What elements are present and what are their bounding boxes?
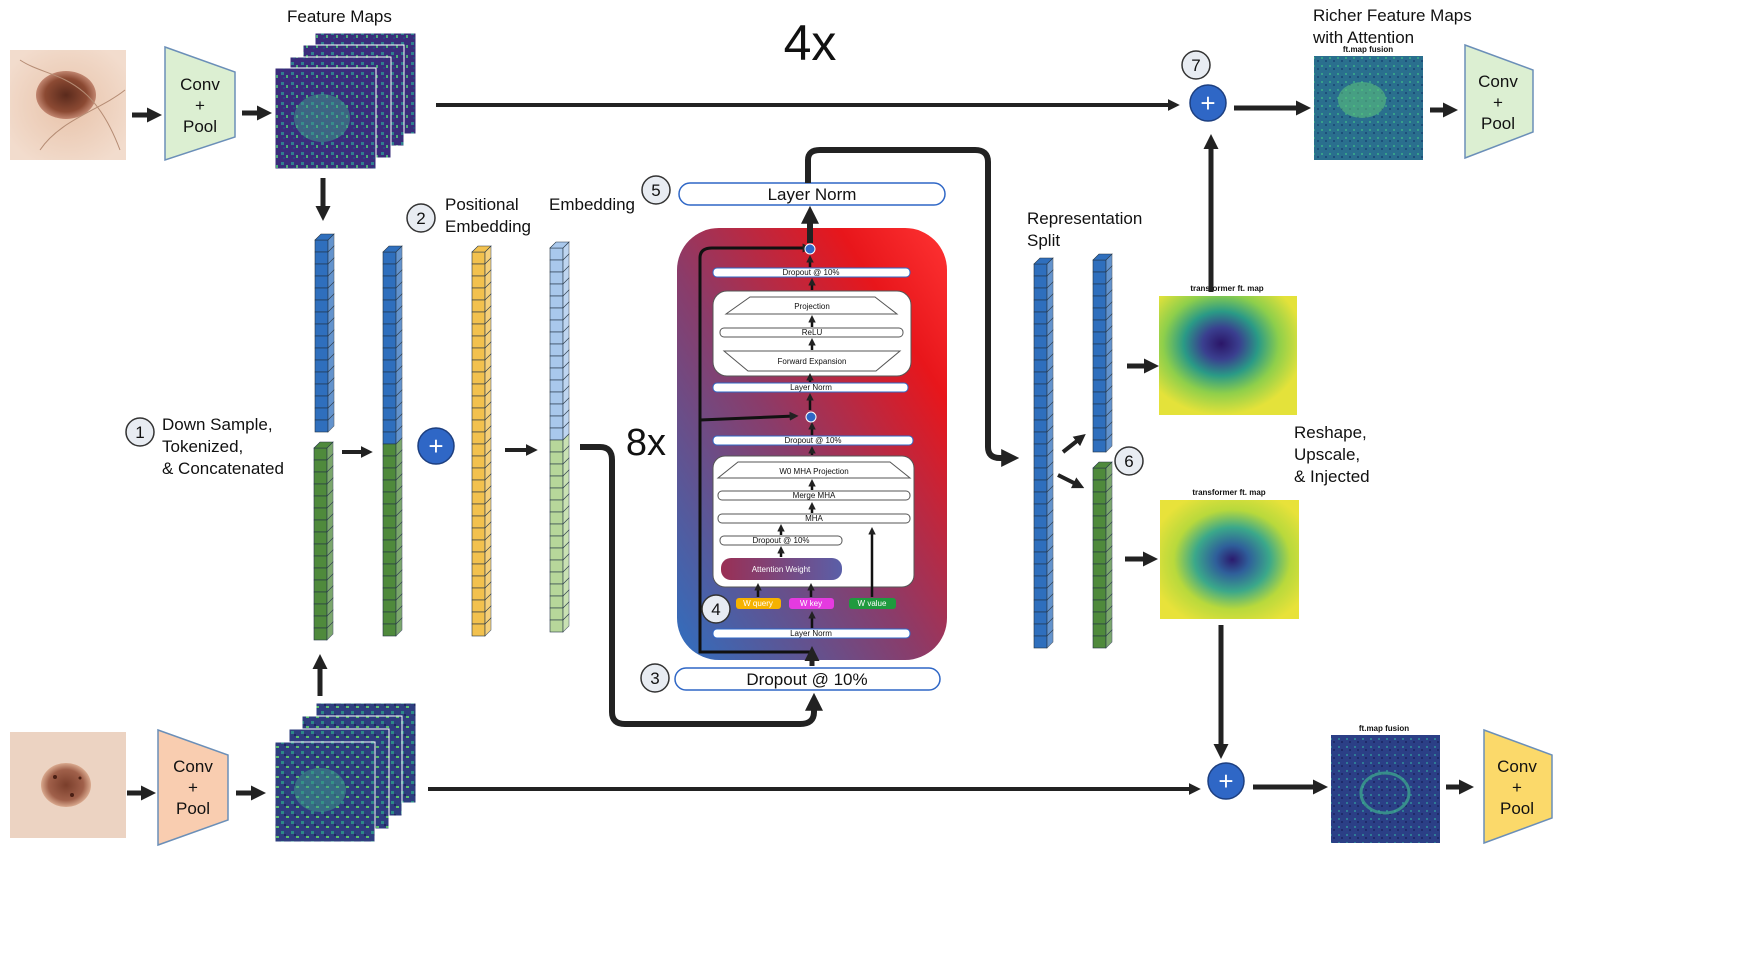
- positional-embedding-column: [471, 245, 492, 637]
- svg-text:Dropout @ 10%: Dropout @ 10%: [752, 536, 809, 545]
- injected-label: & Injected: [1294, 467, 1370, 486]
- transformer-map-1: [1159, 296, 1297, 415]
- richer-feature-maps-label: Richer Feature Maps: [1313, 6, 1472, 25]
- positional-label: Positional: [445, 195, 519, 214]
- token-column-concat: [382, 245, 403, 637]
- downsample-label: Down Sample,: [162, 415, 273, 434]
- with-attention-label: with Attention: [1312, 28, 1414, 47]
- reshape-label: Reshape,: [1294, 423, 1367, 442]
- step-5-badge: 5: [641, 175, 671, 205]
- fusion-map-top: [1314, 56, 1423, 160]
- svg-text:+: +: [428, 431, 443, 461]
- token-column-bottom: [313, 441, 334, 641]
- svg-text:Conv: Conv: [173, 757, 213, 776]
- step-1-badge: 1: [125, 417, 155, 447]
- step-6-badge: 6: [1114, 446, 1144, 476]
- embedding-label: Embedding: [549, 195, 635, 214]
- feature-maps-stack-bottom: [274, 702, 417, 843]
- positional-embedding-label: Embedding: [445, 217, 531, 236]
- conv-pool-bottom-right: Conv + Pool: [1483, 728, 1553, 845]
- split-label: Split: [1027, 231, 1060, 250]
- fusion-top-label: ft.map fusion: [1343, 45, 1393, 54]
- svg-text:W key: W key: [800, 599, 822, 608]
- path-to-dropout: [580, 444, 823, 727]
- plus-node-7: +: [1189, 84, 1227, 122]
- upscale-label: Upscale,: [1294, 445, 1360, 464]
- svg-text:1: 1: [135, 423, 144, 442]
- arrow: [1057, 473, 1085, 489]
- layer-norm-outer: Layer Norm: [678, 182, 946, 206]
- svg-text:4: 4: [711, 600, 720, 619]
- svg-text:Pool: Pool: [1481, 114, 1515, 133]
- svg-text:3: 3: [650, 669, 659, 688]
- split-column-top: [1092, 253, 1113, 453]
- conv-pool-top-right: Conv + Pool: [1464, 43, 1534, 160]
- split-column-bottom: [1092, 461, 1113, 649]
- svg-text:W0 MHA Projection: W0 MHA Projection: [779, 467, 848, 476]
- svg-text:Conv: Conv: [1478, 72, 1518, 91]
- svg-text:5: 5: [651, 181, 660, 200]
- input-image-top: [10, 50, 126, 160]
- svg-text:ReLU: ReLU: [802, 328, 823, 337]
- svg-text:W query: W query: [743, 599, 773, 608]
- fusion-bottom-label: ft.map fusion: [1359, 724, 1409, 733]
- plus-node-bottom: +: [1207, 762, 1245, 800]
- svg-text:Forward Expansion: Forward Expansion: [778, 357, 847, 366]
- svg-text:Layer Norm: Layer Norm: [790, 629, 832, 638]
- transformer-map-1-label: transformer ft. map: [1190, 284, 1263, 293]
- concatenated-label: & Concatenated: [162, 459, 284, 478]
- svg-text:+: +: [1200, 88, 1215, 118]
- svg-text:W value: W value: [858, 599, 887, 608]
- plus-node-positional: +: [417, 427, 455, 465]
- conv-pool-top-left: Conv + Pool: [164, 45, 236, 162]
- token-columns: [313, 233, 1113, 649]
- svg-text:Projection: Projection: [794, 302, 830, 311]
- transformer-map-2: [1160, 500, 1299, 619]
- representation-column: [1033, 257, 1054, 649]
- fusion-map-bottom: [1331, 735, 1440, 843]
- repeat-4x-label: 4x: [784, 15, 837, 71]
- svg-text:Layer Norm: Layer Norm: [790, 383, 832, 392]
- path-to-representation: [805, 147, 1020, 467]
- svg-text:Conv: Conv: [1497, 757, 1537, 776]
- repeat-8x-label: 8x: [626, 422, 666, 464]
- transformer-block: Dropout @ 10% Projection ReLU Forward Ex…: [677, 228, 947, 660]
- step-7-badge: 7: [1181, 50, 1211, 80]
- conv-pool-bottom-left: Conv + Pool: [157, 728, 229, 847]
- svg-text:+: +: [195, 96, 205, 115]
- svg-text:MHA: MHA: [805, 514, 823, 523]
- svg-text:6: 6: [1124, 452, 1133, 471]
- input-image-bottom: [10, 732, 126, 838]
- svg-text:+: +: [1512, 778, 1522, 797]
- svg-text:Pool: Pool: [1500, 799, 1534, 818]
- step-3-badge: 3: [640, 663, 670, 693]
- svg-text:Dropout @ 10%: Dropout @ 10%: [782, 268, 839, 277]
- svg-text:Pool: Pool: [176, 799, 210, 818]
- svg-text:7: 7: [1191, 56, 1200, 75]
- embedding-column: [549, 241, 570, 633]
- svg-text:+: +: [188, 778, 198, 797]
- step-2-badge: 2: [406, 203, 436, 233]
- tokenized-label: Tokenized,: [162, 437, 243, 456]
- feature-maps-label: Feature Maps: [287, 7, 392, 26]
- token-column-top: [314, 233, 335, 433]
- transformer-map-2-label: transformer ft. map: [1192, 488, 1265, 497]
- feature-maps-stack-top: [274, 32, 417, 170]
- svg-text:+: +: [1218, 766, 1233, 796]
- svg-text:Attention Weight: Attention Weight: [752, 565, 811, 574]
- dropout-outer: Dropout @ 10%: [674, 667, 941, 691]
- step-4-badge: 4: [701, 594, 731, 624]
- svg-text:Conv: Conv: [180, 75, 220, 94]
- svg-text:+: +: [1493, 93, 1503, 112]
- arrow: [1061, 434, 1086, 454]
- svg-text:Dropout @ 10%: Dropout @ 10%: [746, 670, 867, 689]
- svg-text:Layer Norm: Layer Norm: [768, 185, 857, 204]
- svg-text:2: 2: [416, 209, 425, 228]
- svg-text:Pool: Pool: [183, 117, 217, 136]
- representation-label: Representation: [1027, 209, 1142, 228]
- svg-text:Dropout @ 10%: Dropout @ 10%: [784, 436, 841, 445]
- svg-text:Merge MHA: Merge MHA: [793, 491, 836, 500]
